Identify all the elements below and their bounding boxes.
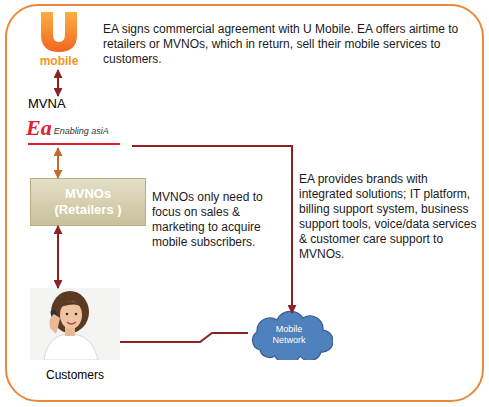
logo-text: mobile: [28, 54, 90, 68]
connector-arrow: [120, 333, 248, 342]
node-title: MVNA: [22, 96, 132, 112]
node-caption: Customers: [30, 368, 120, 383]
connector-arrow: [57, 226, 59, 288]
u-mobile-logo: [28, 8, 90, 54]
u-shape: [41, 12, 77, 52]
cloud-text-wrap: Mobile Network: [245, 310, 333, 360]
cloud-text: Mobile Network: [266, 324, 312, 346]
network-cloud: Mobile Network: [245, 310, 333, 360]
photo-bg: [30, 288, 120, 360]
ea-logo: EaEnabling asiA: [22, 116, 132, 140]
logo-node: mobile: [28, 8, 90, 70]
eye: [66, 313, 69, 316]
fringe: [58, 301, 84, 308]
woman-on-phone: [30, 288, 120, 360]
box-text: MVNOs (Retailers ): [44, 186, 132, 218]
shirt: [44, 334, 98, 360]
smile: [67, 322, 76, 324]
customer-photo: Customers: [30, 288, 120, 384]
eye: [75, 313, 78, 316]
description-text: MVNOs only need to focus on sales & mark…: [152, 190, 287, 250]
logo-mark: Ea: [26, 116, 52, 140]
rounded-border: [6, 5, 483, 401]
description-text: EA provides brands with integrated solut…: [299, 172, 477, 262]
connector-arrow: [57, 148, 59, 178]
process-box: MVNOs (Retailers ): [30, 178, 146, 226]
logo-node: MVNA EaEnabling asiA: [22, 96, 132, 148]
connector-arrow: [132, 146, 292, 313]
logo-underline: [28, 143, 120, 145]
logo-text: Enabling asiA: [54, 125, 109, 137]
hand: [50, 314, 61, 334]
description-text: EA signs commercial agreement with U Mob…: [103, 22, 475, 67]
cloud-outline: [253, 311, 333, 360]
connector-arrow: [57, 70, 59, 96]
